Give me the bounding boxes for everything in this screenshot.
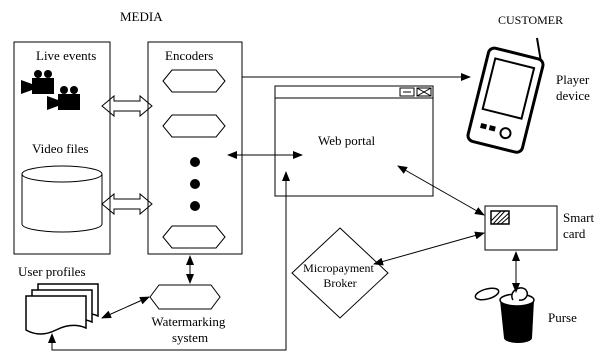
ellipsis-dot xyxy=(190,201,200,211)
web-portal-label: Web portal xyxy=(318,133,375,148)
purse-label: Purse xyxy=(548,310,577,325)
video-files-label: Video files xyxy=(32,141,89,156)
web-portal-smart-card-arrow xyxy=(398,166,484,215)
profiles-watermarking-arrow xyxy=(102,297,149,318)
smart-card-label: Smart card xyxy=(563,210,597,241)
camera-icon xyxy=(21,70,54,94)
watermarking-system-label: Watermarking system xyxy=(151,314,228,345)
ellipsis-dot xyxy=(190,157,200,167)
live-events-label: Live events xyxy=(36,48,96,63)
smart-card-icon xyxy=(485,206,557,250)
user-profiles-label: User profiles xyxy=(18,264,86,279)
encoders-label: Encoders xyxy=(165,48,213,63)
player-device-icon xyxy=(467,38,545,154)
player-device-label: Player device xyxy=(556,72,592,103)
encoder-hexagon xyxy=(163,70,225,92)
micropayment-broker-label: Micropayment Broker xyxy=(303,261,377,290)
encoders-box xyxy=(148,42,242,254)
customer-title: CUSTOMER xyxy=(498,13,563,27)
encoder-hexagon xyxy=(163,115,225,137)
ellipsis-dot xyxy=(190,179,200,189)
watermarking-hexagon xyxy=(150,285,220,309)
encoder-hexagon xyxy=(163,226,225,248)
media-title: MEDIA xyxy=(120,9,163,24)
purse-icon xyxy=(474,286,534,343)
video-files-database-icon xyxy=(22,166,102,232)
broker-smart-card-arrow xyxy=(374,233,484,264)
user-profiles-documents-icon xyxy=(26,284,98,334)
